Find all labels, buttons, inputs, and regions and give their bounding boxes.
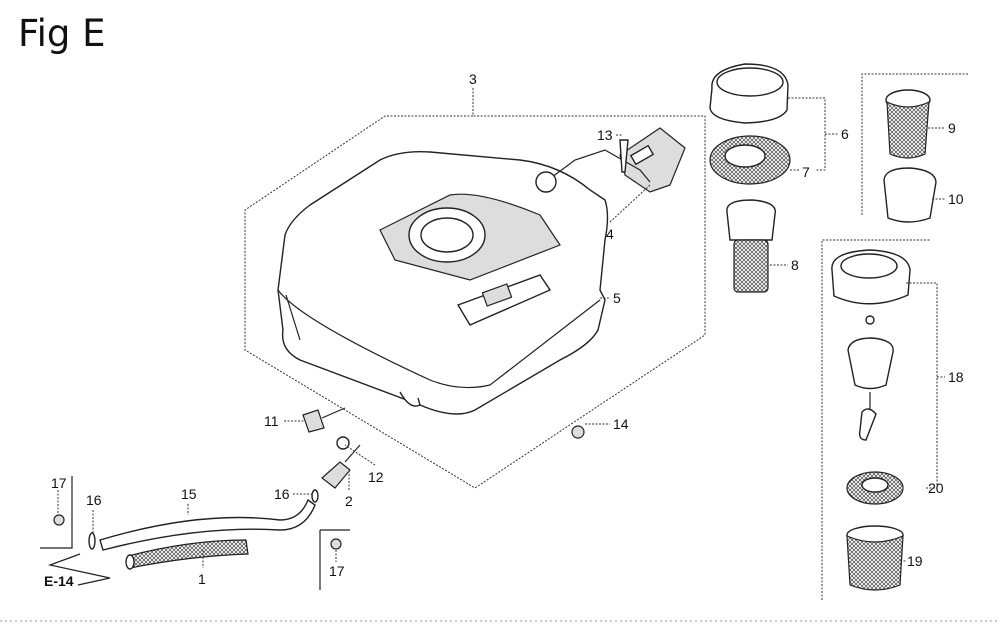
drain-bolt	[302, 407, 346, 433]
clip-left	[53, 514, 65, 526]
callout-4: 4	[606, 226, 614, 242]
clip-bottom	[330, 538, 342, 550]
callout-2: 2	[345, 493, 353, 509]
callout-14: 14	[613, 416, 629, 432]
callout-18: 18	[948, 369, 964, 385]
callout-16-left: 16	[86, 492, 102, 508]
tube-clip-left	[88, 532, 96, 550]
callout-16-right: 16	[274, 486, 290, 502]
strainer-screen	[885, 89, 931, 159]
washer	[336, 436, 350, 450]
fuel-gauge	[535, 127, 686, 193]
strainer-holder	[883, 167, 937, 223]
breather-tube	[125, 539, 249, 570]
cap-gasket-small	[846, 471, 904, 505]
fuel-cap-assembly	[831, 249, 911, 441]
fuel-strainer	[726, 199, 776, 293]
callout-8: 8	[791, 257, 799, 273]
cap-gasket	[709, 135, 791, 185]
fuel-cap	[709, 63, 789, 124]
callout-1: 1	[198, 571, 206, 587]
fuel-tube	[99, 498, 316, 551]
callout-15: 15	[181, 486, 197, 502]
page-reference-link[interactable]: E-14	[44, 573, 74, 589]
callout-3: 3	[469, 71, 477, 87]
callout-9: 9	[948, 120, 956, 136]
leader-lines	[57, 97, 945, 568]
strainer-small	[846, 525, 904, 591]
fuel-tank	[277, 150, 609, 415]
tube-clip-right	[311, 489, 319, 503]
callout-12: 12	[368, 469, 384, 485]
callout-5: 5	[613, 290, 621, 306]
callout-19: 19	[907, 553, 923, 569]
figure-title: Fig E	[18, 12, 106, 55]
callout-17-bottom: 17	[329, 563, 345, 579]
fuel-valve	[321, 444, 361, 489]
callout-17-left: 17	[51, 475, 67, 491]
callout-13: 13	[597, 127, 613, 143]
callout-20: 20	[928, 480, 944, 496]
callout-11: 11	[264, 413, 279, 429]
grommet	[571, 425, 585, 439]
tank-assembly-bracket	[244, 88, 706, 489]
callout-6: 6	[841, 126, 849, 142]
callout-10: 10	[948, 191, 964, 207]
callout-7: 7	[802, 164, 810, 180]
